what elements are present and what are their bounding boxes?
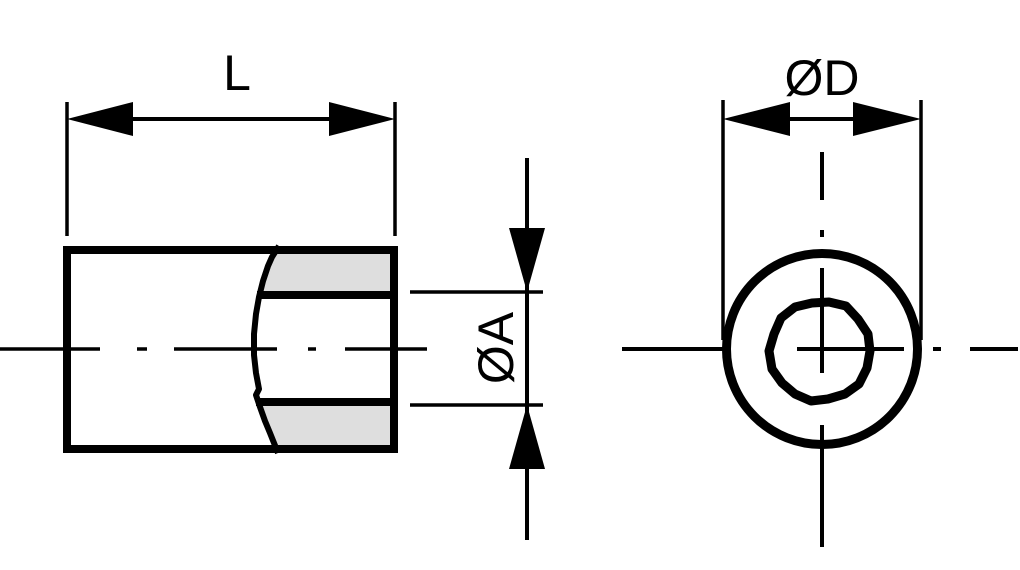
bore-diameter-label: ØA <box>468 311 524 384</box>
arrowhead-right-icon <box>853 102 921 136</box>
outer-circle <box>722 249 922 449</box>
outer-diameter-label: ØD <box>785 50 860 106</box>
outer-diameter-dimension: ØD <box>721 50 923 340</box>
length-dimension: L <box>65 45 397 236</box>
section-fill-top <box>260 254 390 291</box>
arrowhead-up-icon <box>509 405 545 469</box>
arrowhead-down-icon <box>509 228 545 292</box>
bore-diameter-dimension: ØA <box>410 158 545 540</box>
side-view <box>0 244 427 455</box>
section-fill-bottom <box>258 406 390 445</box>
arrowhead-left-icon <box>723 102 790 136</box>
side-view-outline <box>63 246 398 453</box>
arrowhead-left-icon <box>67 102 133 136</box>
inner-circle <box>764 297 875 406</box>
front-view <box>622 152 1018 547</box>
break-line <box>251 244 282 455</box>
arrowhead-right-icon <box>329 102 395 136</box>
length-label: L <box>223 45 251 101</box>
